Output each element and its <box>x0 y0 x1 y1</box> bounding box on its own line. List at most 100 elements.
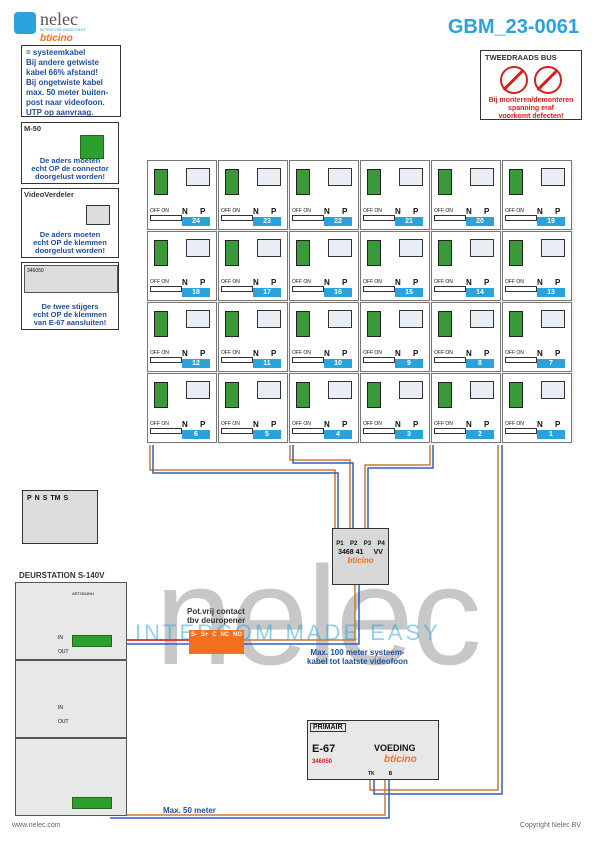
p-label: P <box>555 420 561 429</box>
connector-block-icon <box>367 382 381 408</box>
n-label: N <box>466 207 472 216</box>
connector-block-icon <box>225 311 239 337</box>
monitor-icon <box>541 381 565 399</box>
p-label: P <box>200 278 206 287</box>
door-relay-terminal: S- S+ C NC NO <box>189 630 244 654</box>
riser-wire <box>364 445 431 530</box>
p-label: P <box>342 207 348 216</box>
switch-bar <box>434 428 466 434</box>
riser-wire <box>369 445 499 791</box>
dip-switch: OFF ON <box>292 279 324 292</box>
monitor-address: 1 <box>537 430 565 439</box>
dip-switch: OFF ON <box>221 279 253 292</box>
potvrij-line: Pot.vrij contact <box>187 607 245 616</box>
relay-labels: S- S+ C NC NO <box>189 630 244 638</box>
monitor-address: 22 <box>324 217 352 226</box>
port-label: P4 <box>377 541 385 547</box>
dip-switch: OFF ON <box>150 279 182 292</box>
no-power-icon <box>534 66 562 94</box>
off-on-label: OFF ON <box>505 350 524 356</box>
p-label: P <box>200 420 206 429</box>
connector-block-icon <box>154 311 168 337</box>
p-label: P <box>271 278 277 287</box>
monitor-address: 21 <box>395 217 423 226</box>
connector-block-icon <box>225 382 239 408</box>
connector-block-icon <box>225 169 239 195</box>
systeemkabel-note: = systeemkabel Bij andere getwiste kabel… <box>21 45 121 117</box>
riser-wire <box>292 445 354 530</box>
connector-block-icon <box>296 169 310 195</box>
connector-block-icon <box>438 240 452 266</box>
monitor-icon <box>399 239 423 257</box>
out-label: OUT <box>58 649 69 655</box>
relay-terminal-label: NO <box>233 632 243 638</box>
brand-tagline: INTERCOM MADE EASY <box>40 27 86 32</box>
module-code: 346050 <box>27 268 44 274</box>
monitor-address: 16 <box>324 288 352 297</box>
monitor-icon <box>186 381 210 399</box>
monitor-icon <box>541 168 565 186</box>
distributor-brand: bticino <box>347 556 374 565</box>
n-label: N <box>537 207 543 216</box>
in-label: IN <box>58 635 63 641</box>
tweedraads-title: TWEEDRAADS BUS <box>485 53 557 62</box>
m50-title: M-50 <box>24 124 42 133</box>
connector-block-icon <box>438 382 452 408</box>
in-label: IN <box>58 705 63 711</box>
monitor-icon <box>541 239 565 257</box>
n-label: N <box>182 278 188 287</box>
n-label: N <box>324 349 330 358</box>
n-label: N <box>324 420 330 429</box>
off-on-label: OFF ON <box>434 279 453 285</box>
switch-bar <box>221 286 253 292</box>
watermark-tagline: INTERCOM MADE EASY <box>135 620 441 645</box>
connector-block-icon <box>367 311 381 337</box>
off-on-label: OFF ON <box>363 421 382 427</box>
voeding-code: 346050 <box>312 759 333 765</box>
dip-switch: OFF ON <box>292 350 324 363</box>
no-plug-icon <box>500 66 528 94</box>
monitor-address: 20 <box>466 217 494 226</box>
p-label: P <box>413 420 419 429</box>
monitor-icon <box>186 239 210 257</box>
module-code: ARTI3B4NH <box>72 591 94 596</box>
riser-wire <box>289 445 351 530</box>
port-label: P3 <box>363 541 372 547</box>
riser-wire <box>149 445 336 530</box>
dip-switch: OFF ON <box>505 421 537 434</box>
off-on-label: OFF ON <box>150 350 169 356</box>
dip-switch: OFF ON <box>505 208 537 221</box>
n-label: N <box>253 207 259 216</box>
p-label: P <box>271 207 277 216</box>
monitor-address: 23 <box>253 217 281 226</box>
n-label: N <box>253 349 259 358</box>
primair-label: PRIMAIR <box>310 723 346 732</box>
monitor-icon <box>399 381 423 399</box>
p-label: P <box>555 207 561 216</box>
n-label: N <box>537 420 543 429</box>
e67-model: E-67 <box>312 743 336 755</box>
n-label: N <box>466 278 472 287</box>
off-on-label: OFF ON <box>150 421 169 427</box>
relay-terminal-label: C <box>212 632 217 638</box>
m50-caption: De aders moeten echt OP de connector doo… <box>22 157 118 181</box>
monitor-icon <box>541 310 565 328</box>
dip-switch: OFF ON <box>150 421 182 434</box>
dip-switch: OFF ON <box>363 208 395 221</box>
note-line: UTP op aanvraag. <box>26 108 94 117</box>
dip-switch: OFF ON <box>434 279 466 292</box>
distributor-ports: P1 P2 P3 P4 <box>333 541 388 547</box>
